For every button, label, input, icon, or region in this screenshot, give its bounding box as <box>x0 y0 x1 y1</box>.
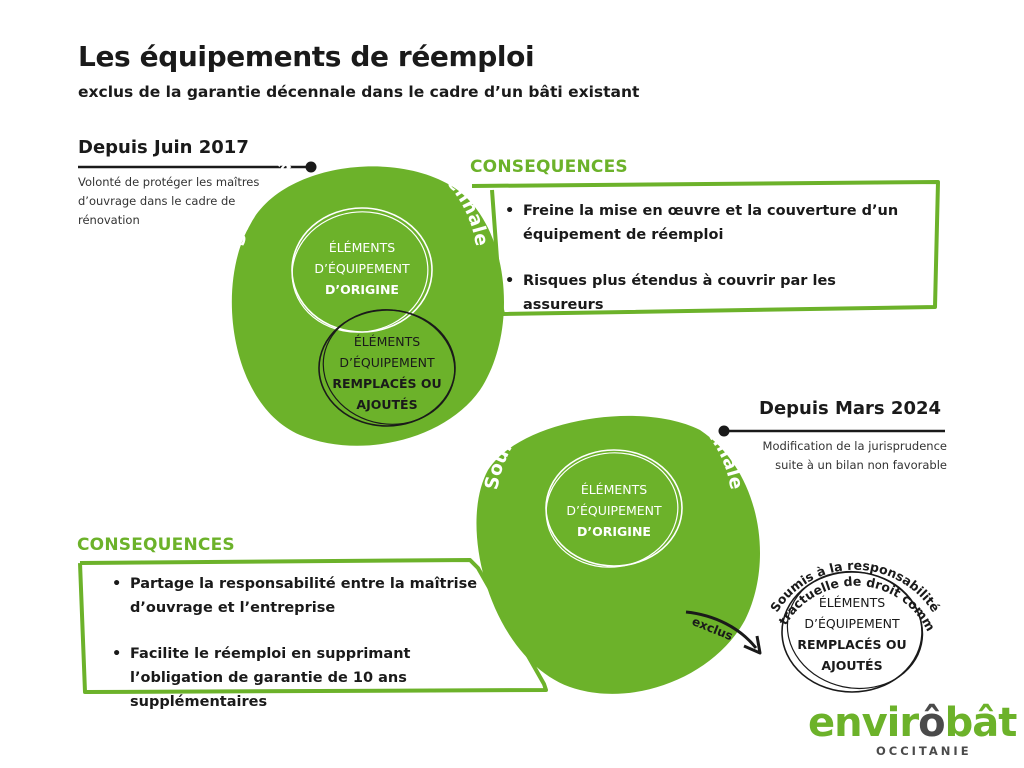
replaced-line2: D’ÉQUIPEMENT <box>339 355 435 370</box>
replaced-label-2024: ÉLÉMENTS D’ÉQUIPEMENT REMPLACÉS OU AJOUT… <box>785 592 919 676</box>
replaced-bold2: AJOUTÉS <box>821 658 883 673</box>
date-2024: Depuis Mars 2024 <box>759 398 942 419</box>
origin-line2: D’ÉQUIPEMENT <box>566 503 662 518</box>
page-subtitle: exclus de la garantie décennale dans le … <box>78 83 640 101</box>
note-2024: Modification de la jurisprudence suite à… <box>762 439 947 472</box>
origin-circle-2024-stroke2 <box>545 452 679 568</box>
origin-bold: D’ORIGINE <box>577 524 651 539</box>
replaced-circle-2024-stroke2 <box>786 570 924 690</box>
consequences-box-2024 <box>78 558 548 694</box>
replaced-line1: ÉLÉMENTS <box>353 334 421 349</box>
origin-line1: ÉLÉMENTS <box>580 482 648 497</box>
origin-line1: ÉLÉMENTS <box>328 240 396 255</box>
replaced-bold1: REMPLACÉS OU <box>332 376 442 391</box>
logo-text-part1: envir <box>808 700 919 746</box>
origin-bold: D’ORIGINE <box>325 282 399 297</box>
list-item: Partage la responsabilité entre la maîtr… <box>110 572 505 620</box>
origin-label-2024: ÉLÉMENTS D’ÉQUIPEMENT D’ORIGINE <box>552 479 676 542</box>
exclus-arrow <box>685 610 758 649</box>
origin-circle-2017-stroke2 <box>291 211 429 333</box>
list-item: Risques plus étendus à couvrir par les a… <box>503 269 918 317</box>
replaced-bold1: REMPLACÉS OU <box>797 637 907 652</box>
page-title: Les équipements de réemploi <box>78 40 535 73</box>
consequences-list-2017: Freine la mise en œuvre et la couverture… <box>503 199 918 339</box>
connector-dot-2024 <box>718 425 730 437</box>
logo-region: OCCITANIE <box>876 744 972 758</box>
origin-line2: D’ÉQUIPEMENT <box>314 261 410 276</box>
list-item: Freine la mise en œuvre et la couverture… <box>503 199 918 247</box>
note-2017: Volonté de protéger les maîtres d’ouvrag… <box>78 175 260 227</box>
green-blob-2024 <box>476 415 760 694</box>
replaced-line1: ÉLÉMENTS <box>818 595 886 610</box>
consequences-list-2024: Partage la responsabilité entre la maîtr… <box>110 572 505 736</box>
logo-text-part3: bât <box>944 700 1018 746</box>
replaced-bold2: AJOUTÉS <box>356 397 418 412</box>
exclus-arrow-head <box>743 635 762 655</box>
date-2017: Depuis Juin 2017 <box>78 137 249 158</box>
green-blob-2017 <box>231 166 504 446</box>
replaced-line2: D’ÉQUIPEMENT <box>804 616 900 631</box>
connector-dot-2017 <box>305 161 317 173</box>
logo-text-part2: ô <box>918 700 946 746</box>
origin-label-2017: ÉLÉMENTS D’ÉQUIPEMENT D’ORIGINE <box>300 237 424 300</box>
envirobat-logo: envirôbât <box>808 700 1018 746</box>
replaced-circle-2017-stroke2 <box>322 309 456 425</box>
replaced-label-2017: ÉLÉMENTS D’ÉQUIPEMENT REMPLACÉS OU AJOUT… <box>320 331 454 415</box>
consequences-heading-2024: CONSEQUENCES <box>77 535 235 555</box>
list-item: Facilite le réemploi en supprimant l’obl… <box>110 642 505 714</box>
consequences-heading-2017: CONSEQUENCES <box>470 157 628 177</box>
